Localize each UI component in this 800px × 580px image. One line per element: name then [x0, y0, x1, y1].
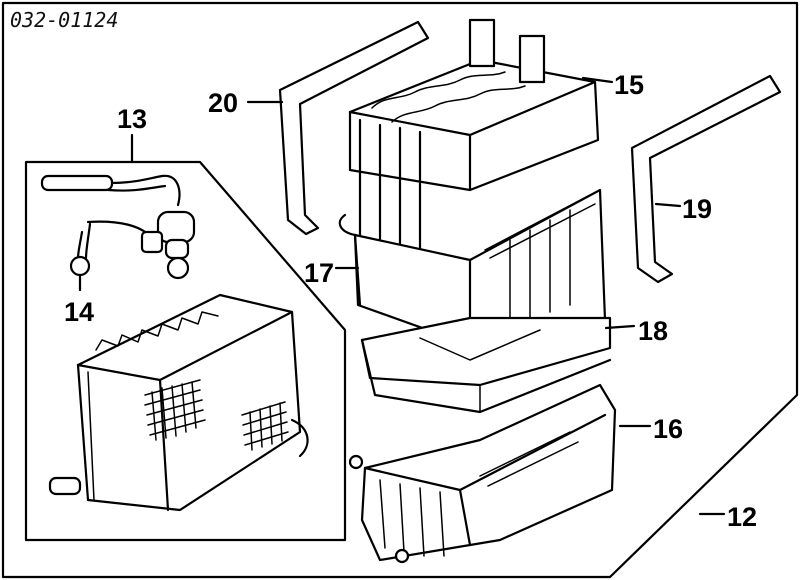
evaporator-core: [48, 293, 309, 512]
fin-grid-right: [241, 401, 289, 451]
lower-case-16: [348, 383, 617, 564]
expansion-valve-assembly: [40, 174, 196, 280]
callout-16: 16: [653, 414, 683, 444]
fin-grid-left: [144, 379, 206, 441]
callout-19: 19: [682, 194, 712, 224]
leader-lines: [78, 76, 726, 516]
callout-17: 17: [304, 258, 334, 288]
callout-15: 15: [614, 70, 644, 100]
callout-20: 20: [208, 88, 238, 118]
parts-code: 032-01124: [10, 8, 119, 32]
callout-13: 13: [117, 104, 147, 134]
callout-18: 18: [638, 316, 668, 346]
evaporator-assembly-15: [348, 18, 600, 254]
seal-strip-19: [630, 74, 782, 284]
callout-14: 14: [64, 297, 94, 327]
tray-18: [360, 316, 612, 414]
seal-strip-20: [278, 20, 430, 236]
callout-12: 12: [727, 502, 757, 532]
inset-frame: [24, 160, 347, 542]
